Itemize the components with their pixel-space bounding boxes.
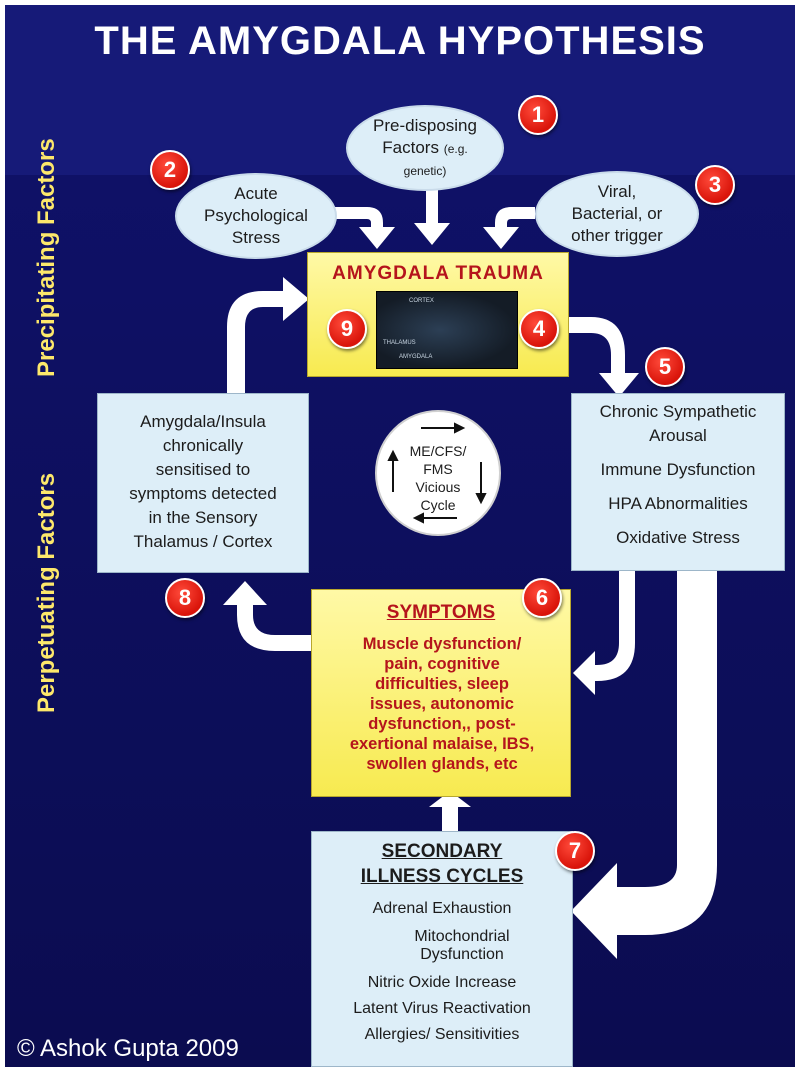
predisposing-factors-ellipse: Pre-disposing Factors (e.g. genetic): [346, 105, 504, 191]
secondary-item-6: Allergies/ Sensitivities: [364, 1026, 520, 1043]
left-line-4: symptoms detected: [129, 484, 277, 503]
right-line-3: Immune Dysfunction: [600, 460, 756, 479]
badge-7: 7: [555, 831, 595, 871]
factor2-line1: Acute: [234, 184, 278, 203]
badge-6: 6: [522, 578, 562, 618]
viral-trigger-ellipse: Viral, Bacterial, or other trigger: [535, 171, 699, 257]
badge-3: 3: [695, 165, 735, 205]
right-line-4: HPA Abnormalities: [608, 494, 748, 513]
factor1-line2: Factors: [382, 137, 439, 157]
secondary-illness-box: SECONDARY ILLNESS CYCLES Adrenal Exhaust…: [311, 831, 573, 1067]
amygdala-insula-box: Amygdala/Insula chronically sensitised t…: [97, 393, 309, 573]
factor3-line1: Viral,: [597, 182, 637, 201]
factor1-line1: Pre-disposing: [373, 115, 477, 135]
arrow-right-to-secondary: [571, 571, 717, 959]
secondary-item-3: Dysfunction: [420, 946, 504, 963]
secondary-item-1: Adrenal Exhaustion: [372, 900, 512, 917]
factor2-line2: Psychological: [204, 206, 308, 225]
symptom-line-4: issues, autonomic: [370, 695, 514, 713]
badge-2: 2: [150, 150, 190, 190]
cycle-arrows: [387, 422, 487, 524]
factor2-line3: Stress: [231, 228, 281, 247]
diagram-title: THE AMYGDALA HYPOTHESIS: [94, 19, 706, 63]
symptom-line-2: pain, cognitive: [384, 655, 500, 673]
brain-label-amygdala: AMYGDALA: [399, 354, 433, 360]
right-line-2: Arousal: [649, 426, 707, 445]
symptom-line-6: exertional malaise, IBS,: [349, 735, 535, 753]
brain-label-thalamus: THALAMUS: [383, 340, 416, 346]
factor1-line2-small: (e.g.: [443, 141, 468, 156]
arrow-factor2-curve: [335, 207, 395, 249]
badge-1: 1: [518, 95, 558, 135]
right-line-5: Oxidative Stress: [616, 528, 740, 547]
amygdala-trauma-box: AMYGDALA TRAUMA CORTEX THALAMUS AMYGDALA: [307, 252, 569, 377]
arrow-right-to-symptoms: [573, 571, 635, 695]
vicious-cycle-circle: ME/CFS/ FMS Vicious Cycle: [375, 410, 501, 536]
secondary-item-2: Mitochondrial: [414, 928, 510, 945]
symptoms-title: SYMPTOMS: [386, 602, 496, 623]
arrow-factor1-down: [414, 183, 450, 245]
badge-5: 5: [645, 347, 685, 387]
arrow-left-to-trauma: [227, 277, 309, 395]
left-line-2: chronically: [162, 436, 244, 455]
symptoms-box: SYMPTOMS Muscle dysfunction/ pain, cogni…: [311, 589, 571, 797]
left-line-5: in the Sensory: [148, 508, 258, 527]
cycle-line-4: Cycle: [420, 497, 456, 513]
left-line-3: sensitised to: [155, 460, 251, 479]
left-line-6: Thalamus / Cortex: [133, 532, 273, 551]
brain-image: CORTEX THALAMUS AMYGDALA: [376, 291, 518, 369]
secondary-title-2: ILLNESS CYCLES: [360, 866, 524, 887]
copyright-text: © Ashok Gupta 2009: [17, 1035, 239, 1062]
symptom-line-5: dysfunction,, post-: [368, 715, 516, 733]
flow-arrows: [223, 183, 717, 972]
badge-4: 4: [519, 309, 559, 349]
badge-8: 8: [165, 578, 205, 618]
secondary-item-5: Latent Virus Reactivation: [353, 1000, 531, 1017]
arrow-symptoms-to-left: [223, 581, 311, 651]
arrow-factor3-curve: [483, 207, 535, 249]
symptom-line-7: swollen glands, etc: [366, 755, 518, 773]
cycle-line-3: Vicious: [415, 479, 461, 495]
diagram-canvas: THE AMYGDALA HYPOTHESIS Precipitating Fa…: [5, 5, 795, 1067]
secondary-item-4: Nitric Oxide Increase: [367, 974, 517, 991]
factor3-line2: Bacterial, or: [571, 204, 663, 223]
right-line-1: Chronic Sympathetic: [599, 402, 757, 421]
symptoms-list: Muscle dysfunction/ pain, cognitive diff…: [326, 634, 558, 774]
chronic-arousal-box: Chronic Sympathetic Arousal Immune Dysfu…: [571, 393, 785, 571]
symptom-line-3: difficulties, sleep: [375, 675, 509, 693]
acute-stress-ellipse: Acute Psychological Stress: [175, 173, 337, 259]
factor3-line3: other trigger: [571, 226, 663, 245]
brain-label-cortex: CORTEX: [409, 298, 434, 304]
cycle-text: ME/CFS/ FMS Vicious Cycle: [397, 442, 479, 514]
badge-9: 9: [327, 309, 367, 349]
arrow-trauma-to-right: [565, 317, 639, 397]
amygdala-trauma-title: AMYGDALA TRAUMA: [332, 263, 544, 284]
left-line-1: Amygdala/Insula: [140, 412, 266, 431]
symptom-line-1: Muscle dysfunction/: [362, 635, 522, 653]
arrow-secondary-to-symptoms: [429, 791, 471, 831]
secondary-title-1: SECONDARY: [381, 841, 503, 862]
cycle-line-2: FMS: [423, 461, 453, 477]
factor1-line3: genetic): [403, 163, 447, 178]
cycle-line-1: ME/CFS/: [409, 443, 467, 459]
